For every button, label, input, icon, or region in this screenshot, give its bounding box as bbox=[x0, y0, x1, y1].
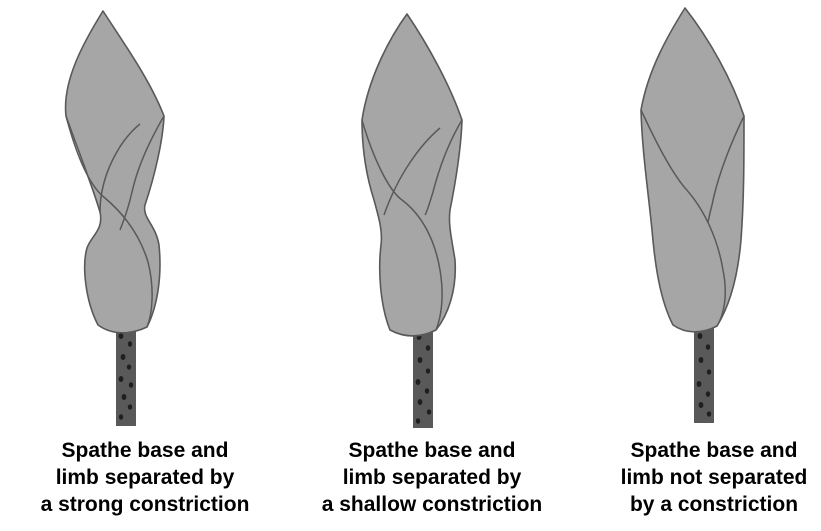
caption-line: limb separated by bbox=[10, 464, 280, 491]
caption-no-constriction: Spathe base and limb not separated by a … bbox=[579, 437, 821, 518]
caption-line: Spathe base and bbox=[10, 437, 280, 464]
spathe-outline-2 bbox=[362, 14, 462, 336]
spathe-outline-1 bbox=[66, 11, 164, 333]
caption-line: a shallow constriction bbox=[297, 491, 567, 518]
peduncle-stalk-3 bbox=[694, 326, 714, 423]
peduncle-stalk-1 bbox=[116, 326, 136, 426]
caption-line: by a constriction bbox=[579, 491, 821, 518]
caption-line: a strong constriction bbox=[10, 491, 280, 518]
peduncle-stalk-2 bbox=[413, 326, 433, 428]
caption-strong-constriction: Spathe base and limb separated by a stro… bbox=[10, 437, 280, 518]
spathe-strong-constriction bbox=[66, 11, 164, 426]
spathe-no-constriction bbox=[641, 8, 744, 423]
spathe-shallow-constriction bbox=[362, 14, 462, 428]
caption-shallow-constriction: Spathe base and limb separated by a shal… bbox=[297, 437, 567, 518]
spathe-outline-3 bbox=[641, 8, 744, 332]
caption-line: limb separated by bbox=[297, 464, 567, 491]
caption-line: Spathe base and bbox=[297, 437, 567, 464]
caption-line: Spathe base and bbox=[579, 437, 821, 464]
caption-line: limb not separated bbox=[579, 464, 821, 491]
